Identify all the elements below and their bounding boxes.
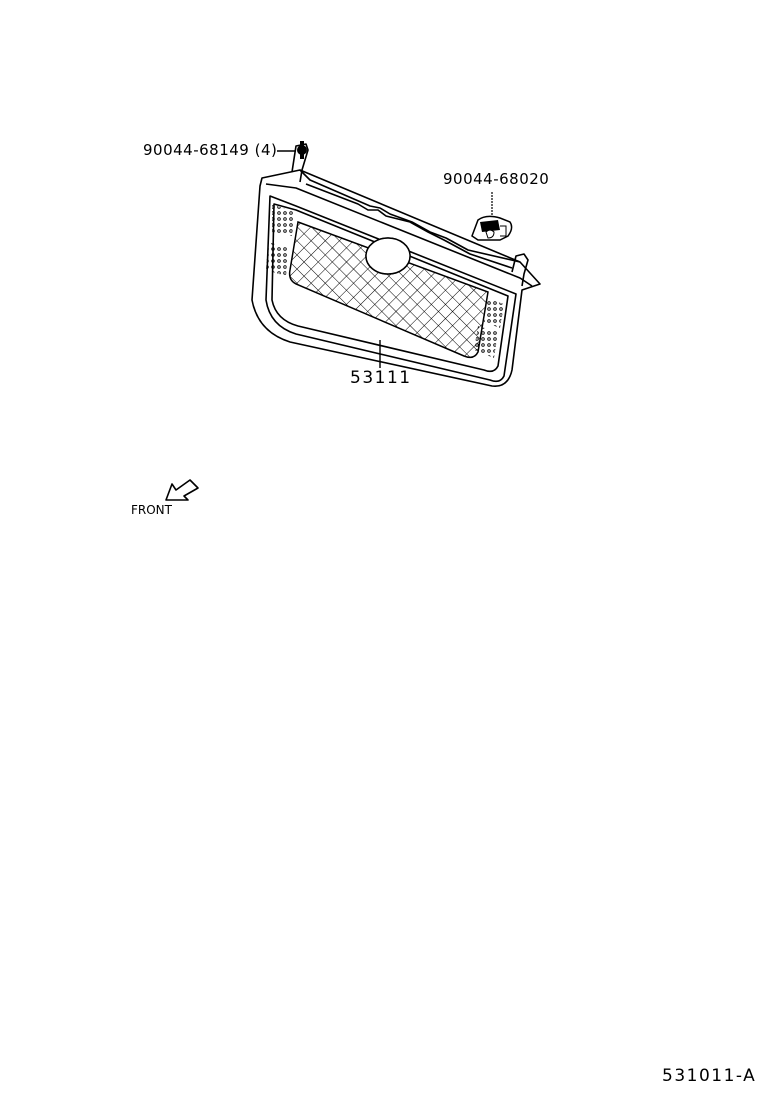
perforation-right-upper <box>484 298 504 328</box>
perforation-right-lower <box>474 326 498 358</box>
part-label-fastener: 90044-68149 (4) <box>143 141 278 159</box>
perforation-left-lower <box>266 242 288 276</box>
clip-icon <box>471 215 513 241</box>
part-label-grille: 53111 <box>350 368 412 388</box>
part-label-clip: 90044-68020 <box>443 170 550 188</box>
perforation-left-upper <box>272 204 294 236</box>
figure-id: 531011-A <box>662 1066 757 1086</box>
front-label: FRONT <box>131 503 172 517</box>
emblem-outline <box>365 237 411 275</box>
fastener-icon <box>297 141 307 159</box>
front-arrow-icon <box>165 479 199 501</box>
